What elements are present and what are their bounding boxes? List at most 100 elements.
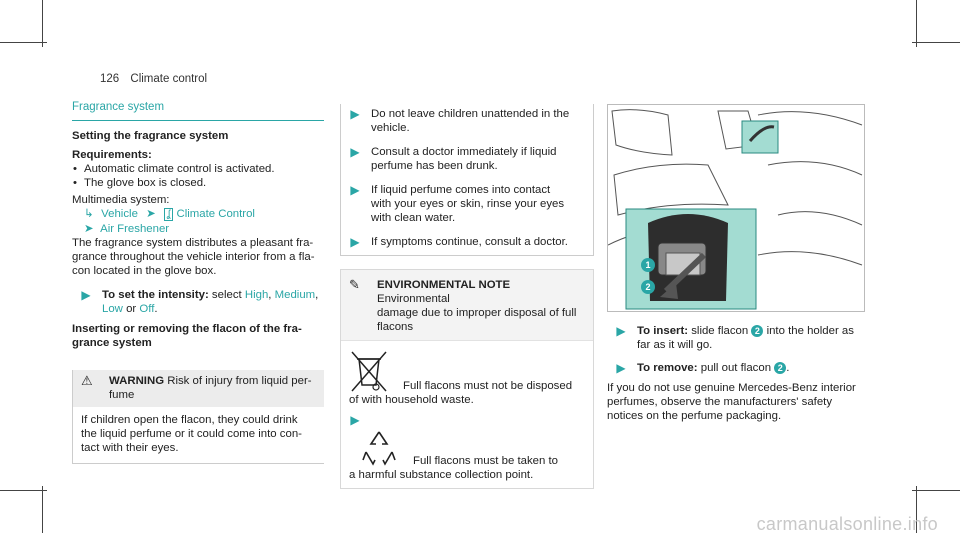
text-span: or bbox=[126, 303, 137, 315]
setting-heading: Setting the fragrance system bbox=[72, 130, 229, 142]
text-line: a harmful substance collection point. bbox=[349, 469, 534, 481]
callout-2: 2 bbox=[641, 280, 655, 294]
safety-box: ▶ Do not leave children unattended in th… bbox=[340, 104, 594, 256]
list-item: Automatic climate control is activated. bbox=[72, 162, 324, 176]
warning-header: ⚠ WARNING Risk of injury from liquid per… bbox=[73, 370, 324, 407]
section-rule bbox=[72, 120, 324, 121]
recycle-icon bbox=[362, 431, 396, 466]
page-number: 126 bbox=[100, 73, 120, 85]
step-arrow-icon: ▶ bbox=[350, 145, 360, 159]
text-span: Full flacons must be taken to bbox=[413, 455, 558, 467]
flacon-figure: 1 2 bbox=[607, 104, 865, 312]
text-line: notices on the perfume packaging. bbox=[607, 410, 782, 422]
text-line: If liquid perfume comes into contact bbox=[371, 184, 551, 196]
section-name: Climate control bbox=[130, 73, 208, 85]
text-line: with clean water. bbox=[371, 212, 456, 224]
menu-path: ↳ Vehicle ➤ ʆ Climate Control bbox=[72, 207, 324, 222]
middle-column: ▶ Do not leave children unattended in th… bbox=[340, 104, 594, 489]
description: The fragrance system distributes a pleas… bbox=[72, 236, 324, 278]
note-paragraph: If you do not use genuine Mercedes-Benz … bbox=[607, 381, 869, 423]
step-arrow-icon: ▶ bbox=[350, 413, 360, 427]
text-line: grance system bbox=[72, 337, 152, 349]
requirements-label: Requirements: bbox=[72, 149, 152, 161]
text-line: If symptoms continue, consult a doctor. bbox=[371, 236, 568, 248]
double-chevron-icon: ➤ bbox=[84, 223, 94, 235]
path-freshener[interactable]: Air Freshener bbox=[100, 223, 170, 235]
intensity-label: To set the intensity: bbox=[102, 289, 209, 301]
text-line: If you do not use genuine Mercedes-Benz … bbox=[607, 382, 856, 394]
warning-body: If children open the flacon, they could … bbox=[73, 407, 324, 463]
path-climate[interactable]: Climate Control bbox=[176, 208, 255, 220]
text-line: Inserting or removing the flacon of the … bbox=[72, 323, 302, 335]
insert-step: ▶ To insert: slide flacon 2 into the hol… bbox=[607, 324, 869, 352]
text-line: perfumes, observe the manufacturers' saf… bbox=[607, 396, 833, 408]
text-line: The fragrance system distributes a pleas… bbox=[72, 237, 314, 249]
crop-mark bbox=[912, 490, 960, 491]
right-column: 1 2 ▶ To insert: slide flacon 2 into the… bbox=[607, 104, 869, 423]
text-line: fume bbox=[109, 389, 135, 401]
text-line: Do not leave children unattended in the bbox=[371, 108, 570, 120]
left-column: Fragrance system Setting the fragrance s… bbox=[72, 100, 324, 464]
remove-label: To remove: bbox=[637, 362, 698, 374]
option-high[interactable]: High bbox=[244, 289, 269, 301]
step-arrow-icon: ▶ bbox=[81, 288, 91, 302]
crop-mark bbox=[0, 42, 47, 43]
text-line: perfume has been drunk. bbox=[371, 160, 498, 172]
text-line: If children open the flacon, they could … bbox=[81, 414, 298, 426]
text-line: vehicle. bbox=[371, 122, 410, 134]
crop-mark bbox=[0, 490, 47, 491]
warning-triangle-icon: ⚠ bbox=[81, 373, 93, 388]
text-span: into the holder as bbox=[766, 325, 854, 337]
text-line: flacons bbox=[377, 321, 414, 333]
option-medium[interactable]: Medium bbox=[274, 289, 316, 301]
text-line: Consult a doctor immediately if liquid bbox=[371, 146, 557, 158]
safety-step: ▶ Do not leave children unattended in th… bbox=[341, 107, 587, 135]
text-line: far as it will go. bbox=[637, 339, 713, 351]
interior-illustration bbox=[608, 109, 863, 310]
leaf-icon: ✎ bbox=[349, 277, 360, 292]
step-arrow-icon: ▶ bbox=[350, 235, 360, 249]
requirements-list: Automatic climate control is activated. … bbox=[72, 162, 324, 190]
intensity-step: ▶ To set the intensity: select High, Med… bbox=[72, 288, 324, 316]
watermark: carmanualsonline.info bbox=[756, 514, 938, 534]
list-item: The glove box is closed. bbox=[72, 176, 324, 190]
step-arrow-icon: ▶ bbox=[350, 107, 360, 121]
page-header: 126 Climate control bbox=[100, 72, 207, 86]
warning-box: ⚠ WARNING Risk of injury from liquid per… bbox=[72, 370, 324, 464]
crop-mark bbox=[912, 42, 960, 43]
environment-box: ✎ ENVIRONMENTAL NOTE Environmental damag… bbox=[340, 269, 594, 489]
step-arrow-icon: ▶ bbox=[616, 361, 626, 375]
text-line: tact with their eyes. bbox=[81, 442, 179, 454]
environment-label: ENVIRONMENTAL NOTE bbox=[377, 279, 511, 291]
warning-label: WARNING bbox=[109, 375, 165, 387]
crop-mark bbox=[916, 0, 917, 47]
option-low[interactable]: Low bbox=[102, 303, 123, 315]
safety-step: ▶ If liquid perfume comes into contact w… bbox=[341, 183, 587, 225]
text-span: select bbox=[211, 289, 242, 301]
crop-mark bbox=[42, 0, 43, 47]
text-line: the liquid perfume or it could come into… bbox=[81, 428, 302, 440]
path-vehicle[interactable]: Vehicle bbox=[101, 208, 138, 220]
crop-mark bbox=[42, 486, 43, 533]
environment-body: Full flacons must not be disposed of wit… bbox=[341, 340, 593, 488]
environment-header: ✎ ENVIRONMENTAL NOTE Environmental damag… bbox=[341, 270, 593, 340]
option-off[interactable]: Off bbox=[139, 303, 155, 315]
callout-2-inline: 2 bbox=[774, 361, 787, 374]
insert-label: To insert: bbox=[637, 325, 689, 337]
climate-fan-icon: ʆ bbox=[163, 208, 174, 221]
text-span: Full flacons must not be disposed bbox=[403, 380, 573, 392]
text-line: con located in the glove box. bbox=[72, 265, 217, 277]
text-line: of with household waste. bbox=[349, 394, 474, 406]
menu-path-2: ➤ Air Freshener bbox=[72, 222, 324, 236]
text-span: Risk of injury from liquid per- bbox=[167, 375, 312, 387]
step-arrow-icon: ▶ bbox=[350, 183, 360, 197]
text-span: pull out flacon bbox=[700, 362, 772, 374]
double-chevron-icon: ➤ bbox=[146, 208, 156, 220]
insert-heading: Inserting or removing the flacon of the … bbox=[72, 322, 324, 350]
text-line: damage due to improper disposal of full bbox=[377, 307, 577, 319]
text-span: slide flacon bbox=[691, 325, 749, 337]
safety-step: ▶ If symptoms continue, consult a doctor… bbox=[341, 235, 587, 249]
callout-1: 1 bbox=[641, 258, 655, 272]
return-arrow-icon: ↳ bbox=[84, 208, 94, 220]
crossed-bin-icon bbox=[351, 351, 387, 392]
